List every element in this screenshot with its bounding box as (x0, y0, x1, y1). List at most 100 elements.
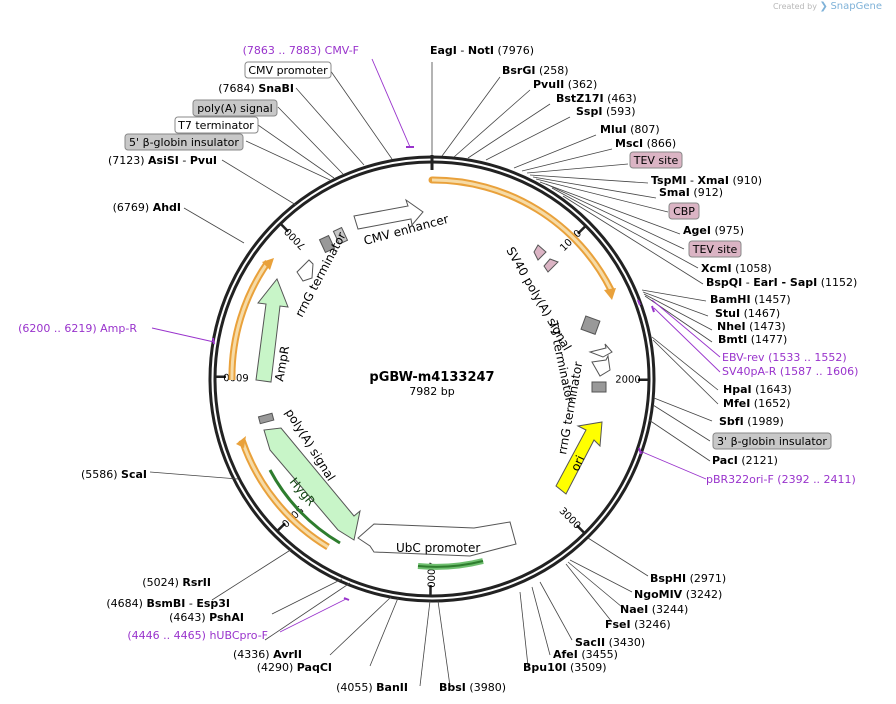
primer-amp-r: (6200 .. 6219) Amp-R (18, 322, 137, 335)
rrng-terminator-right-arrow-a (588, 343, 613, 358)
svg-text:BamHI (1457): BamHI (1457) (710, 293, 791, 306)
ruler-tick-5000 (276, 522, 286, 532)
svg-text:XcmI (1058): XcmI (1058) (701, 262, 772, 275)
ubc-promoter-arrow (357, 521, 517, 557)
svg-text:StuI (1467): StuI (1467) (715, 307, 780, 320)
svg-text:TspMI - XmaI (910): TspMI - XmaI (910) (651, 174, 762, 187)
svg-text:CBP: CBP (673, 205, 695, 218)
boxed-label-t7-terminator: T7 terminator (174, 116, 259, 134)
site-eagi-pos: (7976) (498, 44, 535, 57)
svg-text:(6769) AhdI: (6769) AhdI (113, 201, 181, 214)
ruler-label-2000: 2000 (615, 375, 640, 386)
svg-text:(5586) ScaI: (5586) ScaI (81, 468, 147, 481)
svg-text:NheI (1473): NheI (1473) (717, 320, 786, 333)
svg-text:SbfI (1989): SbfI (1989) (719, 415, 784, 428)
svg-text:EagI - NotI (7976): EagI - NotI (7976) (430, 44, 534, 57)
primer-hubcpro-f: (4446 .. 4465) hUBCpro-F (127, 629, 268, 642)
site-noti: NotI (468, 44, 494, 57)
site-paqci: PaqCI (297, 661, 332, 674)
svg-text:CMV promoter: CMV promoter (248, 64, 328, 77)
site-pvuii: PvuII (533, 78, 564, 91)
site-bsphi: BspHI (650, 572, 686, 585)
svg-text:AgeI (975): AgeI (975) (683, 224, 744, 237)
svg-text:NgoMIV (3242): NgoMIV (3242) (634, 588, 722, 601)
svg-text:(5024) RsrII: (5024) RsrII (142, 576, 211, 589)
polya-signal-block-left (257, 412, 275, 425)
site-agei: AgeI (683, 224, 711, 237)
primer-ebv-rev: EBV-rev (1533 .. 1552) (722, 351, 847, 364)
site-stui: StuI (715, 307, 740, 320)
site-nhei: NheI (717, 320, 746, 333)
rrng-terminator-left-arrow (296, 259, 314, 282)
svg-text:MfeI (1652): MfeI (1652) (723, 397, 790, 410)
primer-leader-lines (151, 58, 721, 633)
boxed-label-tev-site-1: TEV site (629, 151, 683, 169)
site-naei: NaeI (620, 603, 648, 616)
svg-text:FseI (3246): FseI (3246) (605, 618, 671, 631)
svg-text:SacII (3430): SacII (3430) (575, 636, 645, 649)
site-scai: ScaI (121, 468, 147, 481)
plasmid-size: 7982 bp (409, 385, 454, 398)
site-ngomiv: NgoMIV (634, 588, 683, 601)
svg-text:BbsI (3980): BbsI (3980) (439, 681, 506, 694)
svg-text:BspHI (2971): BspHI (2971) (650, 572, 726, 585)
site-hpai: HpaI (723, 383, 752, 396)
svg-text:BspQI - EarI - SapI (1: BspQI - EarI - SapI (1152) (706, 276, 857, 289)
site-afei: AfeI (553, 648, 578, 661)
leader-lines (149, 62, 719, 687)
ubc-cds-arc-inner (417, 560, 484, 568)
feature-label-ubc-promoter: UbC promoter (396, 541, 480, 555)
site-bpu10i: Bpu10I (523, 661, 567, 674)
site-banii: BanII (376, 681, 408, 694)
boxed-label-tev-site-2: TEV site (688, 240, 742, 258)
site-esp3i: Esp3I (196, 597, 230, 610)
plasmid-name: pGBW-m4133247 (369, 370, 494, 385)
site-sacii: SacII (575, 636, 605, 649)
site-mlui: MluI (600, 123, 627, 136)
site-rsrii: RsrII (182, 576, 211, 589)
svg-text:TEV site: TEV site (633, 154, 679, 167)
site-bstz17i: BstZ17I (556, 92, 604, 105)
site-eari-sapi: EarI - SapI (753, 276, 817, 289)
boxed-feature-labels: CMV promoter poly(A) signal T7 terminato… (124, 61, 832, 450)
svg-text:Bpu10I (3509): Bpu10I (3509) (523, 661, 607, 674)
tev-site-mark-b (543, 258, 559, 273)
site-asisi: AsiSI (148, 154, 179, 167)
site-fsei: FseI (605, 618, 631, 631)
svg-text:BmtI (1477): BmtI (1477) (718, 333, 787, 346)
svg-text:PacI (2121): PacI (2121) (712, 454, 778, 467)
primer-pbr322ori-f: pBR322ori-F (2392 .. 2411) (706, 473, 856, 486)
site-bsmbi: BsmBI (146, 597, 185, 610)
site-sspi: SspI (576, 105, 602, 118)
ori-arrow (555, 421, 603, 495)
ampr-arrow (255, 278, 289, 383)
site-avrii: AvrII (273, 648, 302, 661)
orf-arc-top-right-inner (431, 178, 613, 291)
credit-brand: SnapGene (830, 1, 882, 12)
primer-marks (212, 146, 655, 601)
svg-text:poly(A) signal: poly(A) signal (197, 102, 272, 115)
primer-cmv-f: (7863 .. 7883) CMV-F (243, 44, 359, 57)
svg-text:(4684) BsmBI - Esp3I: (4684) BsmBI - Esp3I (106, 597, 230, 610)
feature-label-ori: ori (568, 453, 587, 473)
site-snabi: SnaBI (258, 82, 294, 95)
svg-text:(4643) PshAI: (4643) PshAI (169, 611, 244, 624)
ruler-tick-1000 (577, 224, 587, 235)
site-bsrgi: BsrGI (502, 64, 535, 77)
site-bmti: BmtI (718, 333, 747, 346)
svg-text:T7 terminator: T7 terminator (177, 119, 254, 132)
svg-text:(4290) PaqCI: (4290) PaqCI (257, 661, 332, 674)
svg-text:SmaI (912): SmaI (912) (659, 186, 723, 199)
svg-text:AfeI (3455): AfeI (3455) (553, 648, 618, 661)
svg-text:5' β-globin insulator: 5' β-globin insulator (129, 136, 239, 149)
cmv-enhancer-arrow (353, 198, 424, 230)
site-tspmi: TspMI (651, 174, 687, 187)
snapgene-logo: ❯ (819, 1, 828, 12)
ruler-tick-3000 (575, 524, 586, 535)
svg-text:(7684) SnaBI: (7684) SnaBI (218, 82, 294, 95)
svg-text:HpaI (1643): HpaI (1643) (723, 383, 792, 396)
site-bbsi: BbsI (439, 681, 466, 694)
svg-text:3' β-globin insulator: 3' β-globin insulator (717, 435, 827, 448)
svg-text:(4055) BanII: (4055) BanII (336, 681, 408, 694)
polya-signal-block-top (318, 234, 336, 254)
